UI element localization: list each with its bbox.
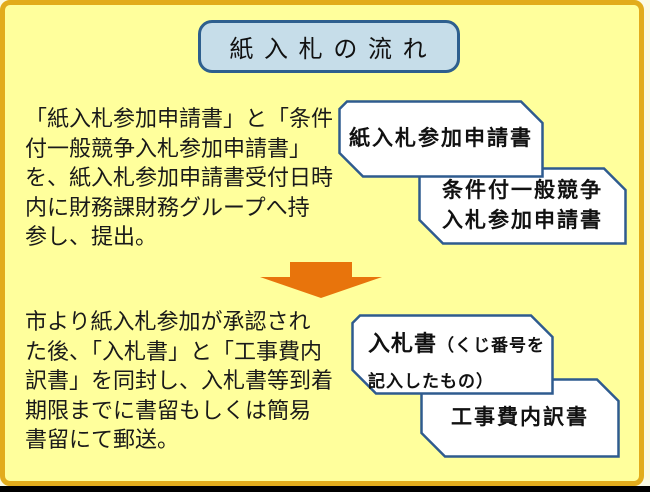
text-line: た後、「入札書」と「工事費内 — [25, 338, 323, 364]
document-card-shape — [351, 314, 554, 395]
text-line: 内に財務課財務グループへ持 — [25, 194, 310, 220]
text-line: 期限までに書留もしくは簡易 — [25, 397, 312, 423]
document-card-paper-bid-application: 紙入札参加申請書 — [338, 100, 544, 178]
text-line: 書留にて郵送。 — [25, 427, 180, 453]
down-arrow-icon — [260, 262, 382, 298]
text-line: 参し、提出。 — [25, 224, 158, 250]
bottom-edge-strip — [0, 486, 650, 492]
step2-description: 市より紙入札参加が承認され た後、「入札書」と「工事費内 訳書」を同封し、入札書… — [25, 307, 333, 455]
document-card-label: 工事費内訳書 — [451, 406, 589, 429]
document-card-shape — [418, 167, 627, 245]
step1-description: 「紙入札参加申請書」と「条件 付一般競争入札参加申請書」 を、紙入札参加申請書受… — [25, 104, 333, 252]
text-line: 訳書」を同封し、入札書等到着 — [25, 368, 334, 394]
document-card-label: 条件付一般競争 入札参加申請書 — [442, 179, 603, 232]
document-card-label: 入札書（くじ番号を 記入したもの） — [368, 331, 546, 391]
text-line: 市より紙入札参加が承認され — [25, 309, 311, 334]
document-card-label: 紙入札参加申請書 — [349, 127, 533, 150]
document-card-bid-form: 入札書（くじ番号を 記入したもの） — [351, 314, 554, 395]
text-line: 「紙入札参加申請書」と「条件 — [25, 106, 334, 131]
document-card-shape — [338, 100, 544, 178]
text-line: を、紙入札参加申請書受付日時 — [25, 165, 334, 191]
text-line: 付一般競争入札参加申請書」 — [25, 135, 312, 161]
document-card-conditional-open-bid-application: 条件付一般競争 入札参加申請書 — [418, 167, 627, 245]
page-title: 紙 入 札 の 流 れ — [229, 36, 429, 63]
title-banner: 紙 入 札 の 流 れ — [198, 20, 460, 73]
